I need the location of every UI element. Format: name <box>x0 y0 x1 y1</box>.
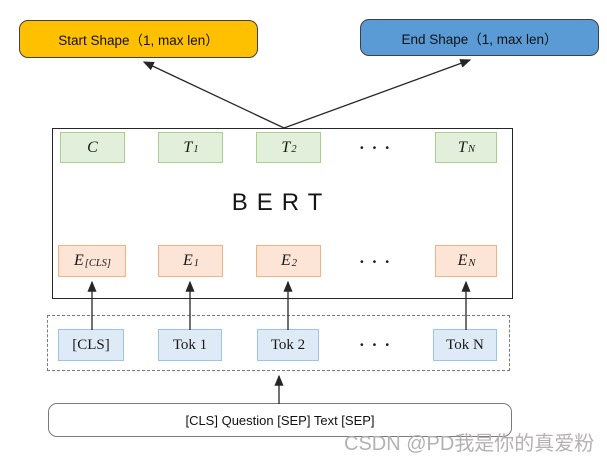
token-cell-tok2: Tok 2 <box>257 329 319 361</box>
output-sub-t1: 1 <box>193 144 199 156</box>
end-shape-node: End Shape（1, max len） <box>360 19 599 56</box>
arrow-to-start-shape <box>142 61 285 129</box>
watermark-text: CSDN @PD我是你的真爱粉 <box>344 433 595 455</box>
output-label-c: C <box>87 138 98 156</box>
embedding-label-e1: E <box>182 252 193 269</box>
embedding-sub-cls: [CLS] <box>84 257 112 269</box>
start-shape-label: Start Shape（1, max len） <box>58 33 219 48</box>
ellipsis-embeddings: ··· <box>358 252 397 271</box>
output-label-t1: T <box>183 138 193 156</box>
embedding-sub-en: N <box>468 257 476 269</box>
embedding-sub-e1: 1 <box>193 257 200 269</box>
embedding-label-e2: E <box>280 252 291 269</box>
ellipsis-outputs: ··· <box>358 138 397 157</box>
token-cell-tok1: Tok 1 <box>158 329 222 361</box>
embedding-sub-e2: 2 <box>291 257 298 269</box>
input-sequence-box: [CLS] Question [SEP] Text [SEP] <box>48 403 512 437</box>
embedding-label-cls: E <box>73 252 84 269</box>
token-cell-tokn: Tok N <box>433 329 497 361</box>
output-sub-t2: 2 <box>291 144 297 156</box>
embedding-label-en: E <box>457 252 468 269</box>
arrow-to-end-shape <box>283 59 472 129</box>
output-label-tn: T <box>458 138 467 156</box>
output-label-t2: T <box>281 138 291 156</box>
token-input-group <box>47 315 510 371</box>
end-shape-label: End Shape（1, max len） <box>401 31 558 47</box>
input-sequence-label: [CLS] Question [SEP] Text [SEP] <box>185 412 375 428</box>
bert-title: BERT <box>231 189 332 216</box>
embedding-cell-cls: E[CLS] <box>58 245 126 277</box>
start-shape-node: Start Shape（1, max len） <box>19 20 258 58</box>
output-cell-c: C <box>60 132 125 163</box>
ellipsis-tokens: ··· <box>358 335 397 354</box>
token-cell-cls: [CLS] <box>58 329 124 361</box>
output-sub-tn: N <box>467 144 475 156</box>
